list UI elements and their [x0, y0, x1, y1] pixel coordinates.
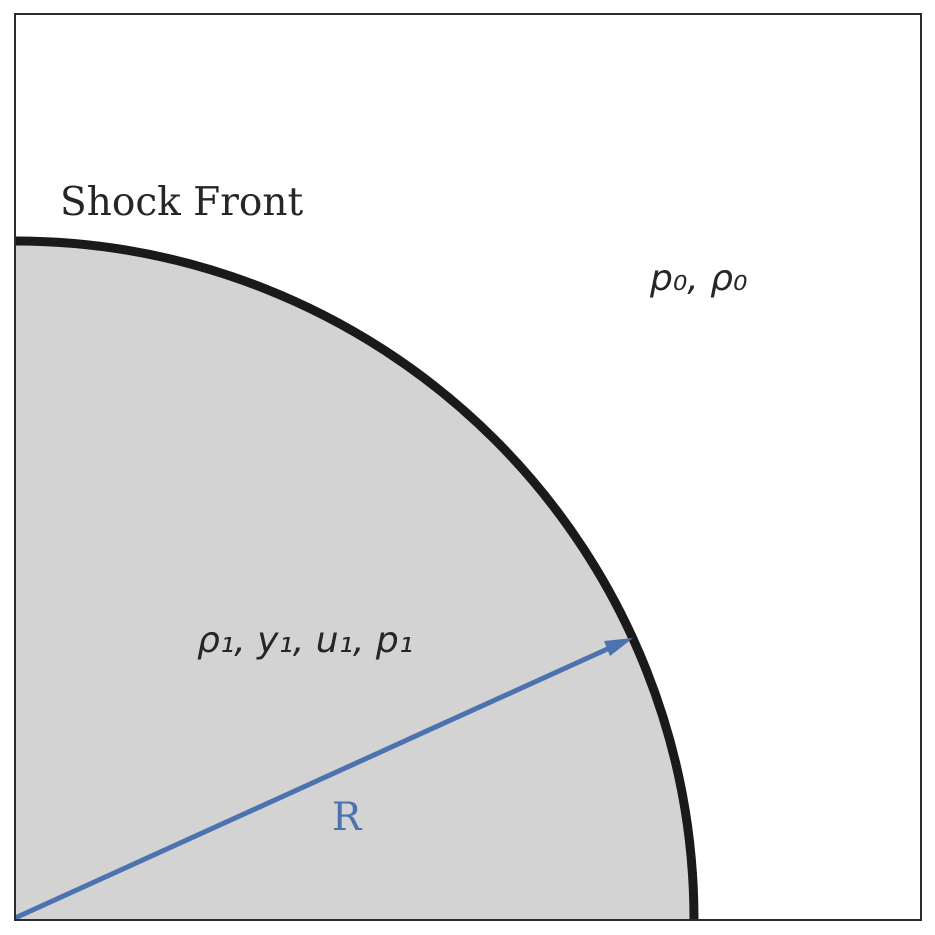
- plot-frame: [14, 13, 922, 921]
- radius-arrow-line: [13, 643, 616, 921]
- shock-front-arc: [14, 236, 699, 921]
- shocked-region: [15, 241, 694, 920]
- shock-front-label: Shock Front: [60, 180, 303, 225]
- inner-region-label: ρ₁, y₁, u₁, p₁: [197, 620, 413, 661]
- radius-label: R: [332, 795, 363, 840]
- radius-arrow-head: [604, 638, 633, 656]
- outer-region-label: p₀, ρ₀: [649, 258, 747, 299]
